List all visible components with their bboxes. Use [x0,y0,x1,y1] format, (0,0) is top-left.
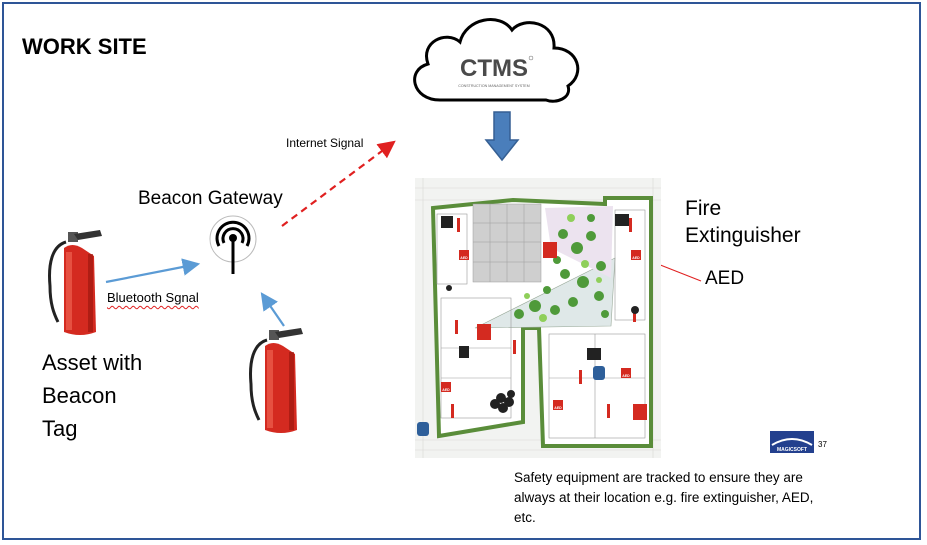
floor-aed-sign: AED [554,406,562,410]
asset-label-line: Beacon [42,383,117,408]
caption-line: etc. [514,510,536,525]
bluetooth-signal-label: Bluetooth Sgnal [107,290,199,305]
cloud-brand-sub: CONSTRUCTION MANAGEMENT SYSTEM [458,84,529,88]
caption-line: always at their location e.g. fire extin… [514,490,814,505]
logo-text: MAGICSOFT [777,447,807,453]
caption-line: Safety equipment are tracked to ensure t… [514,470,803,485]
beacon-gateway-icon [209,215,257,274]
floor-plan-map: AED AED AED AED AED [415,178,661,458]
floor-aed-sign: AED [622,374,630,378]
fire-extinguisher-icon [48,230,102,335]
aed-label: AED [705,268,745,289]
company-logo: MAGICSOFT [770,431,814,453]
floor-aed-sign: AED [442,388,450,392]
asset-label-line: Tag [42,416,78,441]
fire-extinguisher-label-line: Extinguisher [685,224,801,247]
cloud-icon: CTMS CONSTRUCTION MANAGEMENT SYSTEM [413,18,580,103]
page-title: WORK SITE [22,34,147,59]
fire-extinguisher-label: Fire Extinguisher [685,195,801,249]
cloud-brand: CTMS [460,55,528,82]
floor-aed-sign: AED [632,256,640,260]
bluetooth-signal-text: Bluetooth Sgnal [107,290,199,305]
slide-frame [2,2,921,540]
internet-signal-label: Internet Signal [286,136,364,150]
fire-extinguisher-label-line: Fire [685,197,722,220]
asset-label-line: Asset with [42,350,143,375]
page-number: 37 [818,440,827,449]
caption-text: Safety equipment are tracked to ensure t… [514,468,813,528]
bridge-logo-icon: MAGICSOFT [770,431,814,453]
beacon-gateway-label: Beacon Gateway [138,188,283,209]
down-arrow-icon [484,111,520,162]
floor-aed-sign: AED [460,256,468,260]
fire-extinguisher-icon [249,328,303,433]
asset-label: Asset with Beacon Tag [42,346,142,445]
